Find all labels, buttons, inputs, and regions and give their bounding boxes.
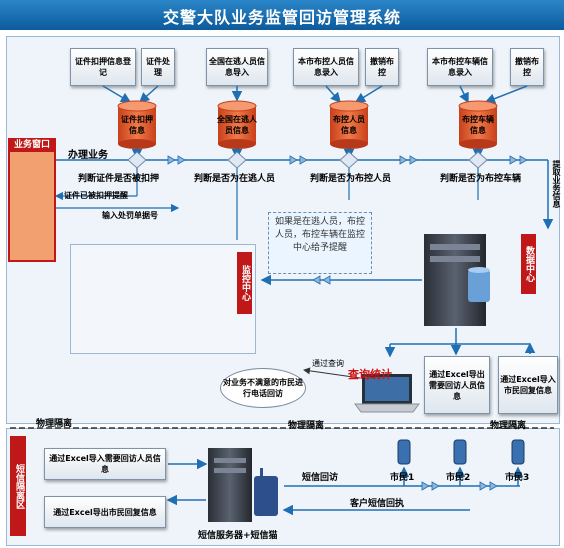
process-label: 办理业务 xyxy=(68,150,108,161)
page-title: 交警大队业务监管回访管理系统 xyxy=(162,8,401,27)
isolation-label-3: 物理隔离 xyxy=(490,421,527,431)
monitor-center-box xyxy=(70,244,256,354)
check-person: 判断是否为布控人员 xyxy=(310,174,392,184)
input-card-fugitive-import: 全国在逃人员信息导入 xyxy=(206,48,268,86)
title-banner xyxy=(0,0,564,30)
sms-import-card: 通过Excel导入需要回访人员信息 xyxy=(44,448,166,480)
db-person xyxy=(329,100,369,149)
data-center-label: 数据中心 xyxy=(521,234,536,294)
db-person-label: 布控人员信息 xyxy=(333,115,365,135)
note-extract: 提取业务信息 xyxy=(552,160,561,208)
sms-export-card: 通过Excel导出市民回复信息 xyxy=(44,496,166,528)
input-card-seize-register: 证件扣押信息登记 xyxy=(70,48,136,86)
db-vehicle xyxy=(458,100,498,149)
db-cylinders xyxy=(117,100,498,149)
citizen-1: 市民1 xyxy=(390,473,415,483)
query-stats: 查询统计 xyxy=(348,368,392,381)
isolation-label-2: 物理隔离 xyxy=(288,421,325,431)
citizen-3: 市民3 xyxy=(505,473,530,483)
query-laptop xyxy=(354,374,420,413)
db-seize-label: 证件扣押信息 xyxy=(121,115,153,135)
db-fugitive xyxy=(217,100,257,149)
input-card-vehicle-control: 本市布控车辆信息录入 xyxy=(427,48,493,86)
check-seized: 判断证件是否被扣押 xyxy=(78,174,160,184)
isolation-label-1: 物理隔离 xyxy=(36,419,73,429)
sms-zone-label: 短信隔离区 xyxy=(10,436,26,536)
input-card-vehicle-revoke: 撤销布控 xyxy=(510,48,544,86)
note-ticket-no: 输入处罚单据号 xyxy=(102,211,158,220)
note-seized-alert: 证件已被扣押提醒 xyxy=(64,191,128,200)
sms-visit-label: 短信回访 xyxy=(302,473,339,483)
phones xyxy=(397,439,525,465)
citizen-2: 市民2 xyxy=(446,473,471,483)
sms-server-label: 短信服务器+短信猫 xyxy=(198,531,278,541)
survey-oval: 对业务不满意的市民进行电话回访 xyxy=(220,368,306,408)
data-center-server xyxy=(424,234,490,326)
db-vehicle-label: 布控车辆信息 xyxy=(462,115,494,135)
input-card-person-revoke: 撤销布控 xyxy=(365,48,399,86)
db-fugitive-label: 全国在逃人员信息 xyxy=(217,115,257,135)
input-card-person-control: 本市布控人员信息录入 xyxy=(293,48,359,86)
monitor-center-label: 监控中心 xyxy=(237,252,252,314)
query-via: 通过查询 xyxy=(312,359,344,368)
alert-callout: 如果是在逃人员，布控人员，布控车辆在监控中心给予提醒 xyxy=(268,212,372,274)
excel-import-card: 通过Excel导入市民回复信息 xyxy=(498,356,558,414)
service-window-box xyxy=(8,138,56,262)
service-window-label: 业务窗口 xyxy=(8,138,56,152)
sms-server xyxy=(208,448,278,522)
input-card-cert-process: 证件处理 xyxy=(141,48,175,86)
excel-export-card: 通过Excel导出需要回访人员信息 xyxy=(424,356,490,414)
check-vehicle: 判断是否为布控车辆 xyxy=(440,174,522,184)
check-fugitive: 判断是否为在逃人员 xyxy=(194,174,276,184)
db-seize xyxy=(117,100,157,149)
sms-reply-label: 客户短信回执 xyxy=(350,499,405,509)
